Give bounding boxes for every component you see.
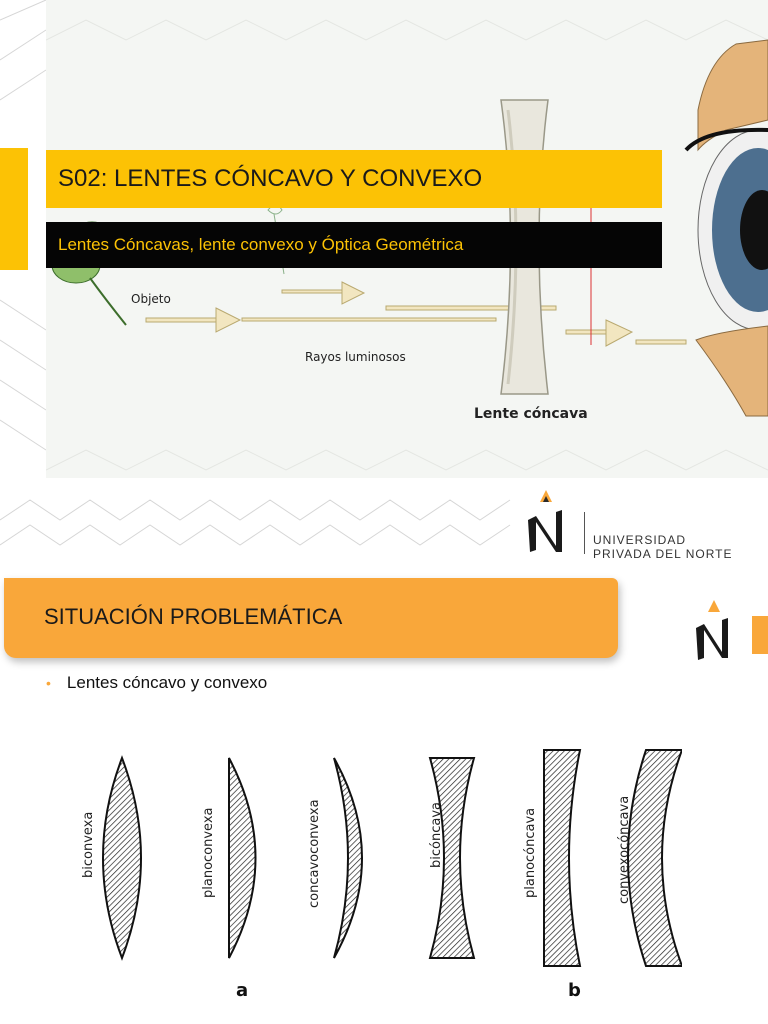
header-bar xyxy=(4,578,618,658)
label-planoconvexa: planoconvexa xyxy=(201,808,216,899)
bullet-dot: • xyxy=(46,675,51,691)
lens-planoconvex xyxy=(228,757,257,959)
bullet-text: Lentes cóncavo y convexo xyxy=(66,673,268,692)
group-label-b: b xyxy=(568,980,581,1001)
lens-types-figure: biconvexa planoconvexa concavoconvexa bi… xyxy=(81,749,682,1001)
slide-1: S02: LENTES CÓNCAVO Y CONVEXO Lentes Cón… xyxy=(0,0,768,561)
slide-header-title: SITUACIÓN PROBLEMÁTICA xyxy=(44,604,343,629)
upn-logo-icon xyxy=(696,600,728,660)
object-label: Objeto xyxy=(131,292,171,306)
logo-divider xyxy=(584,512,585,554)
label-biconcava: bicóncava xyxy=(429,802,444,868)
label-planoconcava: planocóncava xyxy=(523,808,538,898)
university-name-line1: UNIVERSIDAD xyxy=(593,533,687,547)
lens-planoconcave xyxy=(543,749,582,967)
group-label-a: a xyxy=(236,980,248,1001)
label-convexoconcava: convexocóncava xyxy=(617,796,632,904)
lens-label: Lente cóncava xyxy=(474,406,588,422)
background-pattern xyxy=(0,0,511,546)
upn-logo-icon xyxy=(528,490,562,552)
slide-2: SITUACIÓN PROBLEMÁTICA • Lentes cóncavo y… xyxy=(0,560,768,1024)
yellow-accent-strip xyxy=(0,148,28,270)
label-concavoconvexa: concavoconvexa xyxy=(307,799,322,908)
slide-subtitle: Lentes Cóncavas, lente convexo y Óptica … xyxy=(46,222,662,268)
lens-concavoconvex xyxy=(333,757,363,959)
lens-convexoconcave xyxy=(627,749,682,967)
bullet-item: • Lentes cóncavo y convexo xyxy=(46,673,267,693)
orange-accent-tab xyxy=(752,616,768,654)
slide-title: S02: LENTES CÓNCAVO Y CONVEXO xyxy=(46,150,662,208)
label-biconvexa: biconvexa xyxy=(81,812,96,878)
lens-biconcave xyxy=(428,757,476,959)
university-name-line2: PRIVADA DEL NORTE xyxy=(593,547,733,561)
eye xyxy=(684,39,768,417)
lens-biconvex xyxy=(102,755,142,961)
light-rays xyxy=(145,281,687,347)
rays-label: Rayos luminosos xyxy=(305,350,406,364)
